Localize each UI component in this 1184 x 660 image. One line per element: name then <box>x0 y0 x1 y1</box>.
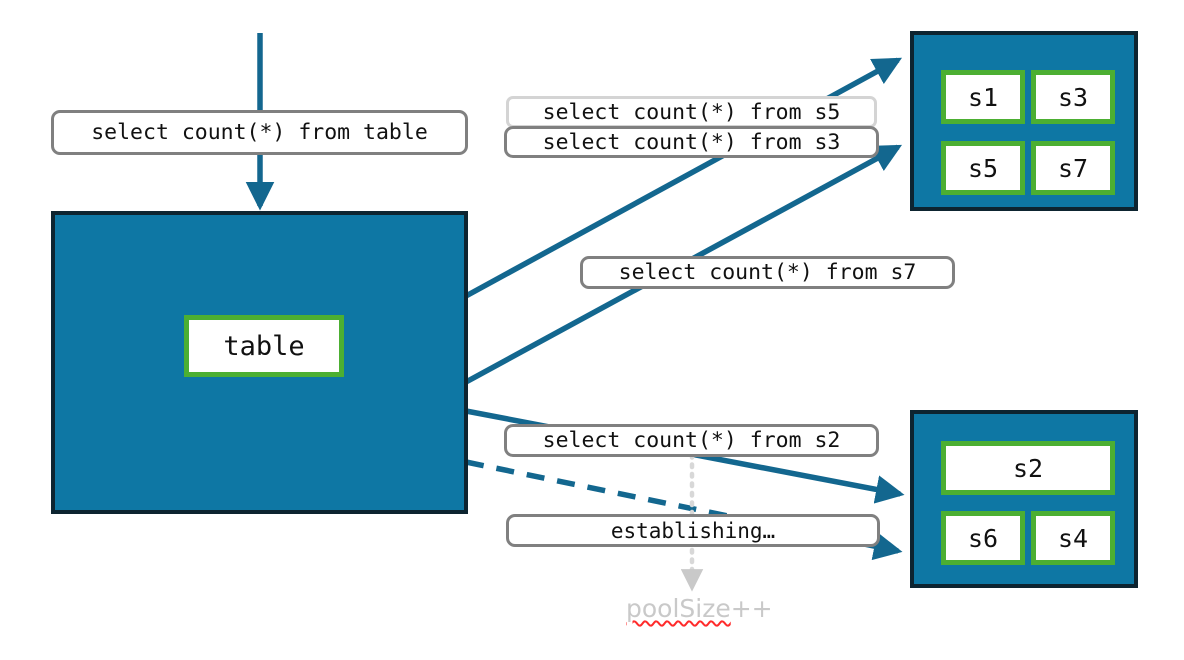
node-s2-label: s2 <box>1012 453 1044 483</box>
node-s3[interactable]: s3 <box>1031 70 1115 124</box>
node-s6-label: s6 <box>967 523 999 553</box>
node-s6[interactable]: s6 <box>941 511 1025 565</box>
node-s4-label: s4 <box>1057 523 1089 553</box>
node-s4[interactable]: s4 <box>1031 511 1115 565</box>
label-poolsize-suffix: ++ <box>730 594 773 623</box>
node-s2[interactable]: s2 <box>941 441 1115 495</box>
pool-bottom[interactable]: s2 s6 s4 <box>910 410 1138 588</box>
node-s1-label: s1 <box>967 82 999 112</box>
chip-query-s3[interactable]: select count(*) from s3 <box>504 126 879 158</box>
node-s5[interactable]: s5 <box>941 141 1025 195</box>
label-poolsize-increment: poolSize++ <box>626 594 773 623</box>
table-container[interactable]: table <box>51 211 468 514</box>
chip-status-establishing-label: establishing… <box>610 518 776 543</box>
chip-query-s5[interactable]: select count(*) from s5 <box>506 96 877 128</box>
chip-entry-query-label: select count(*) from table <box>91 120 428 145</box>
chip-entry-query[interactable]: select count(*) from table <box>51 110 468 155</box>
chip-status-establishing[interactable]: establishing… <box>506 514 880 547</box>
node-s3-label: s3 <box>1057 82 1089 112</box>
node-table-label: table <box>223 330 305 362</box>
label-poolsize-word: poolSize <box>626 594 731 623</box>
chip-query-s2[interactable]: select count(*) from s2 <box>504 424 879 457</box>
chip-query-s7[interactable]: select count(*) from s7 <box>580 256 955 289</box>
chip-query-s5-label: select count(*) from s5 <box>542 99 841 125</box>
pool-top[interactable]: s1 s3 s5 s7 <box>910 31 1138 211</box>
node-s1[interactable]: s1 <box>941 70 1025 124</box>
node-table[interactable]: table <box>184 315 344 377</box>
chip-query-s2-label: select count(*) from s2 <box>542 428 841 453</box>
chip-query-s7-label: select count(*) from s7 <box>618 260 917 285</box>
node-s7[interactable]: s7 <box>1031 141 1115 195</box>
node-s5-label: s5 <box>967 153 999 183</box>
chip-query-s3-label: select count(*) from s3 <box>542 129 841 155</box>
node-s7-label: s7 <box>1057 153 1089 183</box>
